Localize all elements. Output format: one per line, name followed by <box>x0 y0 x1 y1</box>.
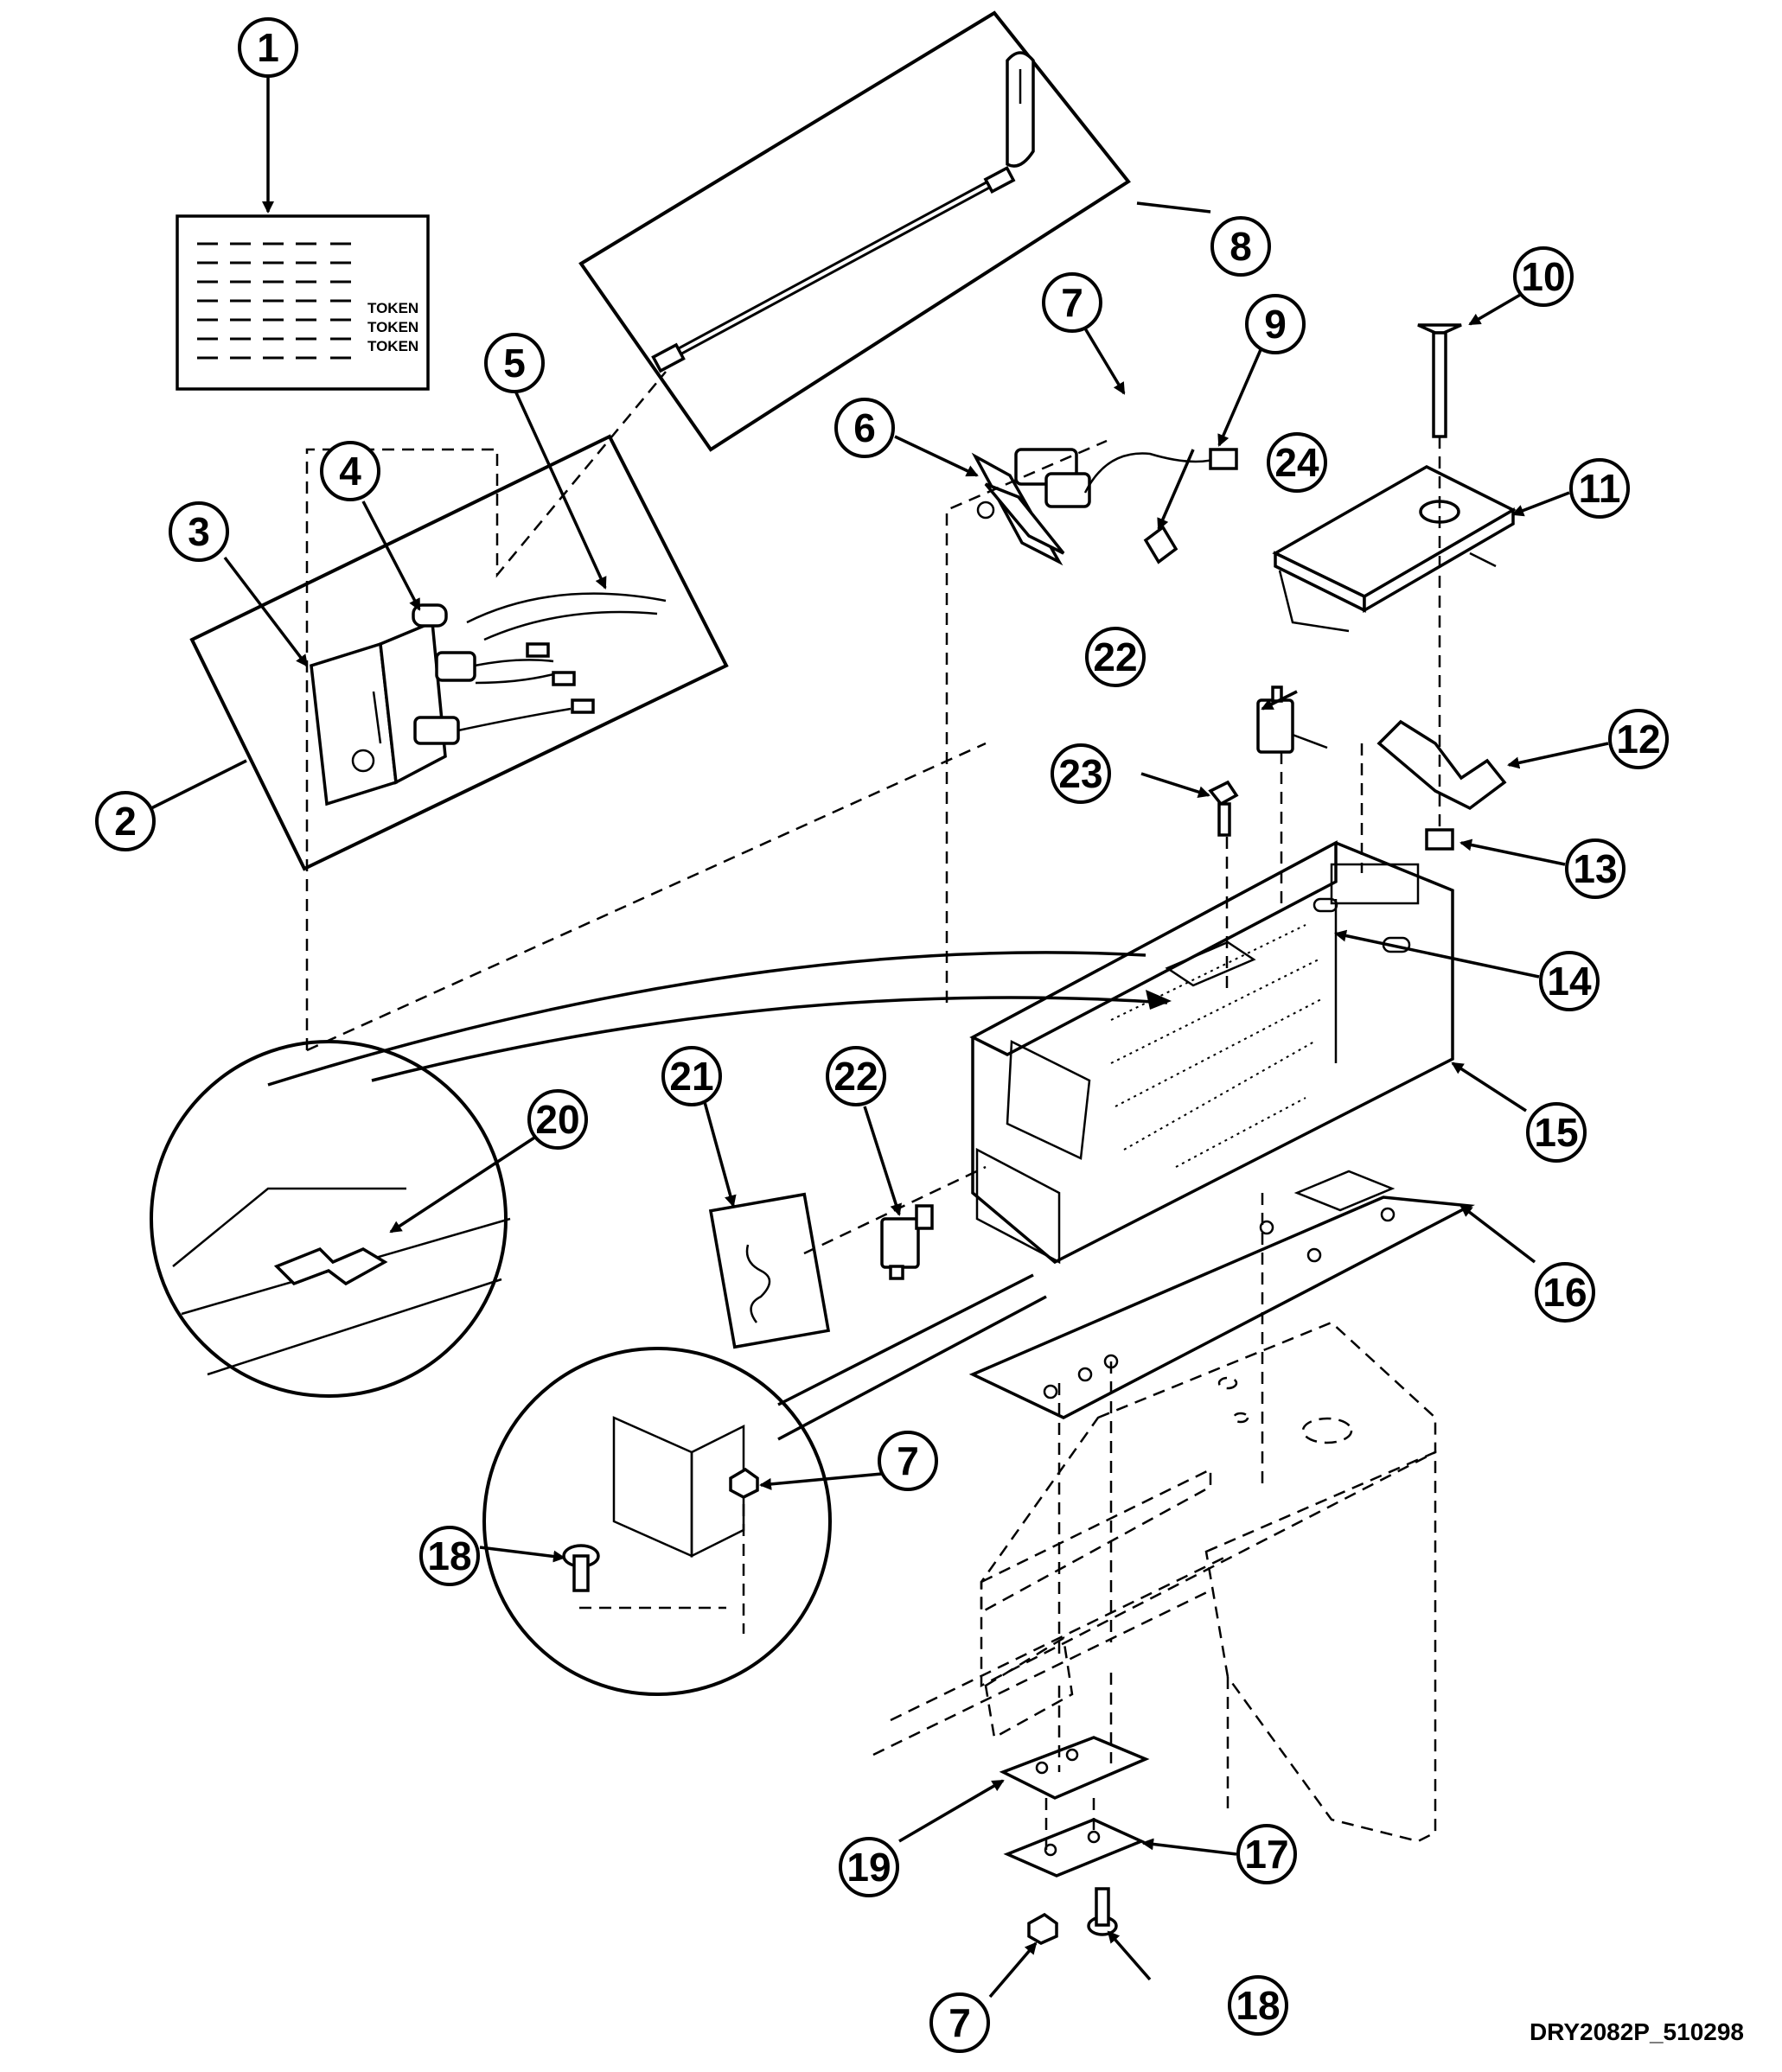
svg-text:17: 17 <box>1244 1832 1288 1877</box>
cover-and-screw <box>1272 323 1517 633</box>
callout-9: 9 <box>1245 294 1306 354</box>
callout-5: 5 <box>484 333 545 393</box>
svg-text:12: 12 <box>1616 717 1660 762</box>
micro-switches <box>880 685 1328 1280</box>
svg-text:23: 23 <box>1058 751 1102 796</box>
bottom-plates <box>999 1736 1150 1945</box>
callout-7-top: 7 <box>1042 272 1102 333</box>
callout-12: 12 <box>1608 709 1669 769</box>
leader-lines <box>150 73 1609 1999</box>
coin-label <box>708 1192 831 1349</box>
svg-text:3: 3 <box>188 509 210 554</box>
callout-10: 10 <box>1513 246 1574 307</box>
callout-3: 3 <box>169 501 229 562</box>
svg-text:14: 14 <box>1547 959 1592 1004</box>
svg-text:18: 18 <box>1236 1983 1280 2028</box>
callout-8: 8 <box>1210 216 1271 277</box>
svg-text:6: 6 <box>853 405 876 450</box>
callout-17: 17 <box>1236 1824 1297 1884</box>
assembly-guides <box>305 371 1441 1850</box>
token-label-1: TOKEN <box>367 300 418 316</box>
svg-text:19: 19 <box>846 1845 891 1890</box>
svg-text:20: 20 <box>535 1097 579 1142</box>
callout-23: 23 <box>1051 743 1111 804</box>
detail-balloon-7-18 <box>482 1273 1047 1696</box>
bracket-and-nut <box>1376 719 1507 851</box>
callout-2: 2 <box>95 791 156 851</box>
callout-4: 4 <box>320 441 380 501</box>
callout-22-lower: 22 <box>826 1046 886 1106</box>
svg-text:21: 21 <box>669 1054 713 1099</box>
svg-text:24: 24 <box>1274 440 1319 485</box>
rod-kit-panel <box>578 10 1131 452</box>
svg-text:18: 18 <box>427 1533 471 1578</box>
callout-20: 20 <box>527 1089 588 1150</box>
coin-drop-assembly <box>971 448 1238 566</box>
svg-text:5: 5 <box>503 341 526 386</box>
callout-13: 13 <box>1565 838 1626 899</box>
svg-text:15: 15 <box>1534 1110 1578 1155</box>
callout-1: 1 <box>238 17 298 78</box>
token-label-2: TOKEN <box>367 319 418 335</box>
callout-15: 15 <box>1526 1102 1587 1163</box>
callout-24: 24 <box>1267 432 1327 493</box>
svg-text:10: 10 <box>1521 254 1565 299</box>
svg-text:2: 2 <box>114 799 137 844</box>
svg-text:22: 22 <box>834 1054 878 1099</box>
token-label-3: TOKEN <box>367 338 418 354</box>
svg-text:8: 8 <box>1230 224 1252 269</box>
svg-text:9: 9 <box>1264 302 1287 347</box>
svg-text:13: 13 <box>1573 846 1617 891</box>
meter-case-box <box>969 840 1454 1265</box>
svg-text:22: 22 <box>1093 634 1137 679</box>
callout-6: 6 <box>834 398 895 458</box>
svg-text:11: 11 <box>1579 466 1621 511</box>
coin-acceptor-kit-panel <box>189 434 729 871</box>
callout-21: 21 <box>661 1046 722 1106</box>
callout-7-detail: 7 <box>878 1431 938 1491</box>
callout-19: 19 <box>839 1837 899 1897</box>
instruction-card: TOKEN TOKEN TOKEN <box>176 214 430 391</box>
svg-text:1: 1 <box>257 25 279 70</box>
callout-18-bottom: 18 <box>1228 1975 1288 2036</box>
harness-clip <box>1143 525 1178 564</box>
callout-7-bottom: 7 <box>929 1992 990 2053</box>
callout-11: 11 <box>1569 458 1630 519</box>
instruction-card-text: TOKEN TOKEN TOKEN <box>197 242 418 360</box>
detail-balloon-20 <box>150 951 1172 1398</box>
callout-22-upper: 22 <box>1085 627 1146 687</box>
cabinet-outline <box>872 1321 1437 1843</box>
svg-text:7: 7 <box>1061 280 1083 325</box>
callout-16: 16 <box>1535 1262 1595 1323</box>
callout-14: 14 <box>1539 951 1600 1011</box>
figure-id: DRY2082P_510298 <box>1529 2018 1744 2045</box>
svg-text:7: 7 <box>897 1438 919 1483</box>
svg-text:4: 4 <box>339 449 361 494</box>
callout-18-detail: 18 <box>419 1526 480 1586</box>
svg-text:16: 16 <box>1542 1270 1587 1315</box>
svg-text:7: 7 <box>948 2000 971 2045</box>
